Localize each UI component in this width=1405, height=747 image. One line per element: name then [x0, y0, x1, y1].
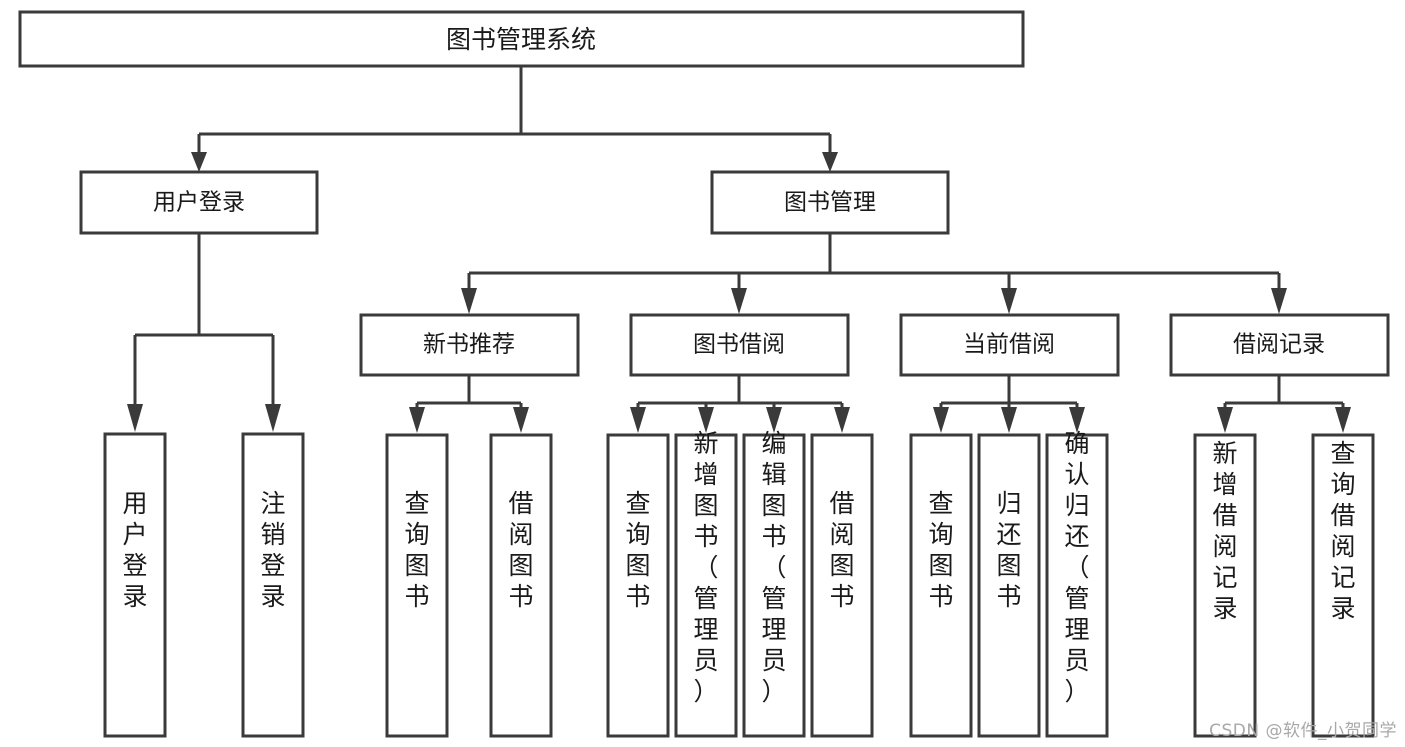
arrow-root-to-user-login	[191, 152, 207, 172]
arrow-bookmgmt-to-new-book	[461, 288, 477, 314]
leaf-current-borrow-3-label: 确认归还（管理员）	[1064, 429, 1089, 706]
arrow-records-leaf-2	[1335, 407, 1351, 433]
leaf-book-borrow-4-box[interactable]	[810, 433, 874, 738]
leaf-current-borrow-1-box[interactable]	[909, 433, 973, 738]
leaf-book-borrow-3[interactable]: 编辑图书（管理员）	[742, 429, 806, 738]
leaf-borrow-records-2-label: 查询借阅记录	[1330, 439, 1355, 623]
leaf-book-borrow-2-box[interactable]	[674, 433, 738, 738]
arrow-userlogin-leaf-2	[265, 404, 281, 432]
node-book-borrow[interactable]: 图书借阅	[629, 313, 850, 377]
leaf-current-borrow-2-label: 归还图书	[996, 489, 1021, 611]
node-book-borrow-label: 图书借阅	[693, 332, 785, 358]
leaf-book-borrow-1[interactable]: 查询图书	[606, 433, 670, 738]
arrow-records-leaf-1	[1217, 407, 1233, 433]
node-root[interactable]: 图书管理系统	[18, 10, 1025, 68]
arrow-bookmgmt-to-borrow	[731, 288, 747, 314]
leaf-book-borrow-2-label: 新增图书（管理员）	[693, 429, 718, 706]
leaf-borrow-records-1-label: 新增借阅记录	[1212, 439, 1237, 623]
leaf-new-book-1-label: 查询图书	[404, 489, 429, 611]
node-book-management-label: 图书管理	[784, 190, 876, 216]
arrow-borrow-leaf-4	[834, 407, 850, 433]
node-current-borrow-box[interactable]	[899, 313, 1120, 377]
node-borrow-records[interactable]: 借阅记录	[1169, 313, 1390, 377]
node-book-borrow-box[interactable]	[629, 313, 850, 377]
leaf-new-book-1-box[interactable]	[385, 433, 449, 738]
node-borrow-records-box[interactable]	[1169, 313, 1390, 377]
leaf-current-borrow-3[interactable]: 确认归还（管理员）	[1045, 429, 1109, 738]
node-root-box[interactable]	[18, 10, 1025, 68]
arrow-current-leaf-3	[1069, 407, 1085, 433]
leaf-current-borrow-3-box[interactable]	[1045, 433, 1109, 738]
arrow-borrow-leaf-2	[698, 407, 714, 433]
csdn-watermark: CSDN @软件_小贺同学	[1209, 721, 1397, 741]
arrow-bookmgmt-to-current	[1001, 288, 1017, 314]
leaf-book-borrow-4-label: 借阅图书	[829, 489, 854, 611]
leaf-user-login-1-label: 用户登录	[122, 489, 147, 611]
node-user-login[interactable]: 用户登录	[79, 170, 319, 235]
node-new-book-recommend-label: 新书推荐	[423, 332, 515, 358]
arrow-bookmgmt-to-records	[1271, 288, 1287, 314]
leaf-book-borrow-3-label: 编辑图书（管理员）	[761, 429, 786, 706]
leaf-book-borrow-1-box[interactable]	[606, 433, 670, 738]
arrow-userlogin-leaf-1	[127, 404, 143, 432]
arrow-current-leaf-2	[1001, 407, 1017, 433]
leaf-current-borrow-2[interactable]: 归还图书	[977, 433, 1041, 738]
arrow-borrow-leaf-1	[630, 407, 646, 433]
node-book-management-box[interactable]	[710, 170, 950, 235]
leaf-current-borrow-1-label: 查询图书	[928, 489, 953, 611]
node-new-book-recommend-box[interactable]	[359, 313, 580, 377]
node-current-borrow-label: 当前借阅	[963, 332, 1055, 358]
node-root-label: 图书管理系统	[446, 25, 596, 54]
arrow-borrow-leaf-3	[766, 407, 782, 433]
leaf-borrow-records-2[interactable]: 查询借阅记录	[1311, 433, 1375, 738]
leaf-user-login-2[interactable]: 注销登录	[241, 432, 305, 738]
leaf-user-login-1[interactable]: 用户登录	[103, 432, 167, 738]
leaf-book-borrow-4[interactable]: 借阅图书	[810, 433, 874, 738]
leaf-borrow-records-1[interactable]: 新增借阅记录	[1193, 433, 1257, 738]
node-book-management[interactable]: 图书管理	[710, 170, 950, 235]
arrow-newbook-leaf-2	[513, 407, 529, 433]
leaf-current-borrow-1[interactable]: 查询图书	[909, 433, 973, 738]
node-current-borrow[interactable]: 当前借阅	[899, 313, 1120, 377]
leaf-borrow-records-2-box[interactable]	[1311, 433, 1375, 738]
arrow-newbook-leaf-1	[409, 407, 425, 433]
leaf-new-book-2[interactable]: 借阅图书	[489, 433, 553, 738]
leaf-new-book-2-label: 借阅图书	[508, 489, 533, 611]
leaf-new-book-2-box[interactable]	[489, 433, 553, 738]
leaf-book-borrow-1-label: 查询图书	[625, 489, 650, 611]
leaf-user-login-2-box[interactable]	[241, 432, 305, 738]
leaf-book-borrow-2[interactable]: 新增图书（管理员）	[674, 429, 738, 738]
node-borrow-records-label: 借阅记录	[1233, 332, 1325, 358]
leaf-book-borrow-3-box[interactable]	[742, 433, 806, 738]
node-user-login-label: 用户登录	[153, 190, 245, 216]
arrow-current-leaf-1	[933, 407, 949, 433]
leaf-current-borrow-2-box[interactable]	[977, 433, 1041, 738]
leaf-borrow-records-1-box[interactable]	[1193, 433, 1257, 738]
edges-group	[127, 66, 1351, 433]
node-user-login-box[interactable]	[79, 170, 319, 235]
leaf-user-login-2-label: 注销登录	[260, 489, 285, 611]
leaf-new-book-1[interactable]: 查询图书	[385, 433, 449, 738]
leaf-user-login-1-box[interactable]	[103, 432, 167, 738]
arrow-root-to-book-mgmt	[822, 152, 838, 172]
node-new-book-recommend[interactable]: 新书推荐	[359, 313, 580, 377]
